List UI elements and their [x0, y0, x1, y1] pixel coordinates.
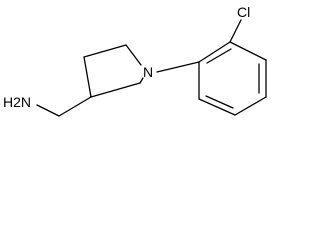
- bond-ring-1: [198, 41, 231, 63]
- bond-nh2-ch2: [36, 104, 60, 117]
- bond-c5-c4: [83, 44, 127, 58]
- bond-c-cl: [229, 19, 242, 43]
- chlorophenyl-ring: [198, 19, 267, 116]
- pyrrolidine-ring: [83, 44, 144, 98]
- aminomethyl-group: [36, 96, 92, 117]
- nitrogen-label: N: [143, 64, 153, 80]
- double-bond-3: [205, 95, 234, 109]
- bond-ring-4: [234, 96, 267, 116]
- bond-ring-2: [229, 41, 267, 61]
- bond-ring-5: [198, 98, 236, 116]
- amine-label: H2N: [3, 94, 31, 110]
- double-bond-1: [206, 48, 232, 64]
- bond-c3-c2: [90, 82, 141, 98]
- bond-ch2-c3: [58, 96, 92, 117]
- chlorine-label: Cl: [237, 4, 250, 20]
- molecule-structure: Cl N H2N: [3, 4, 267, 117]
- bond-c2-n1: [139, 77, 144, 84]
- bond-n1-c5: [125, 44, 142, 66]
- bond-c4-c3: [83, 56, 92, 98]
- bond-n1-phenyl: [156, 61, 200, 73]
